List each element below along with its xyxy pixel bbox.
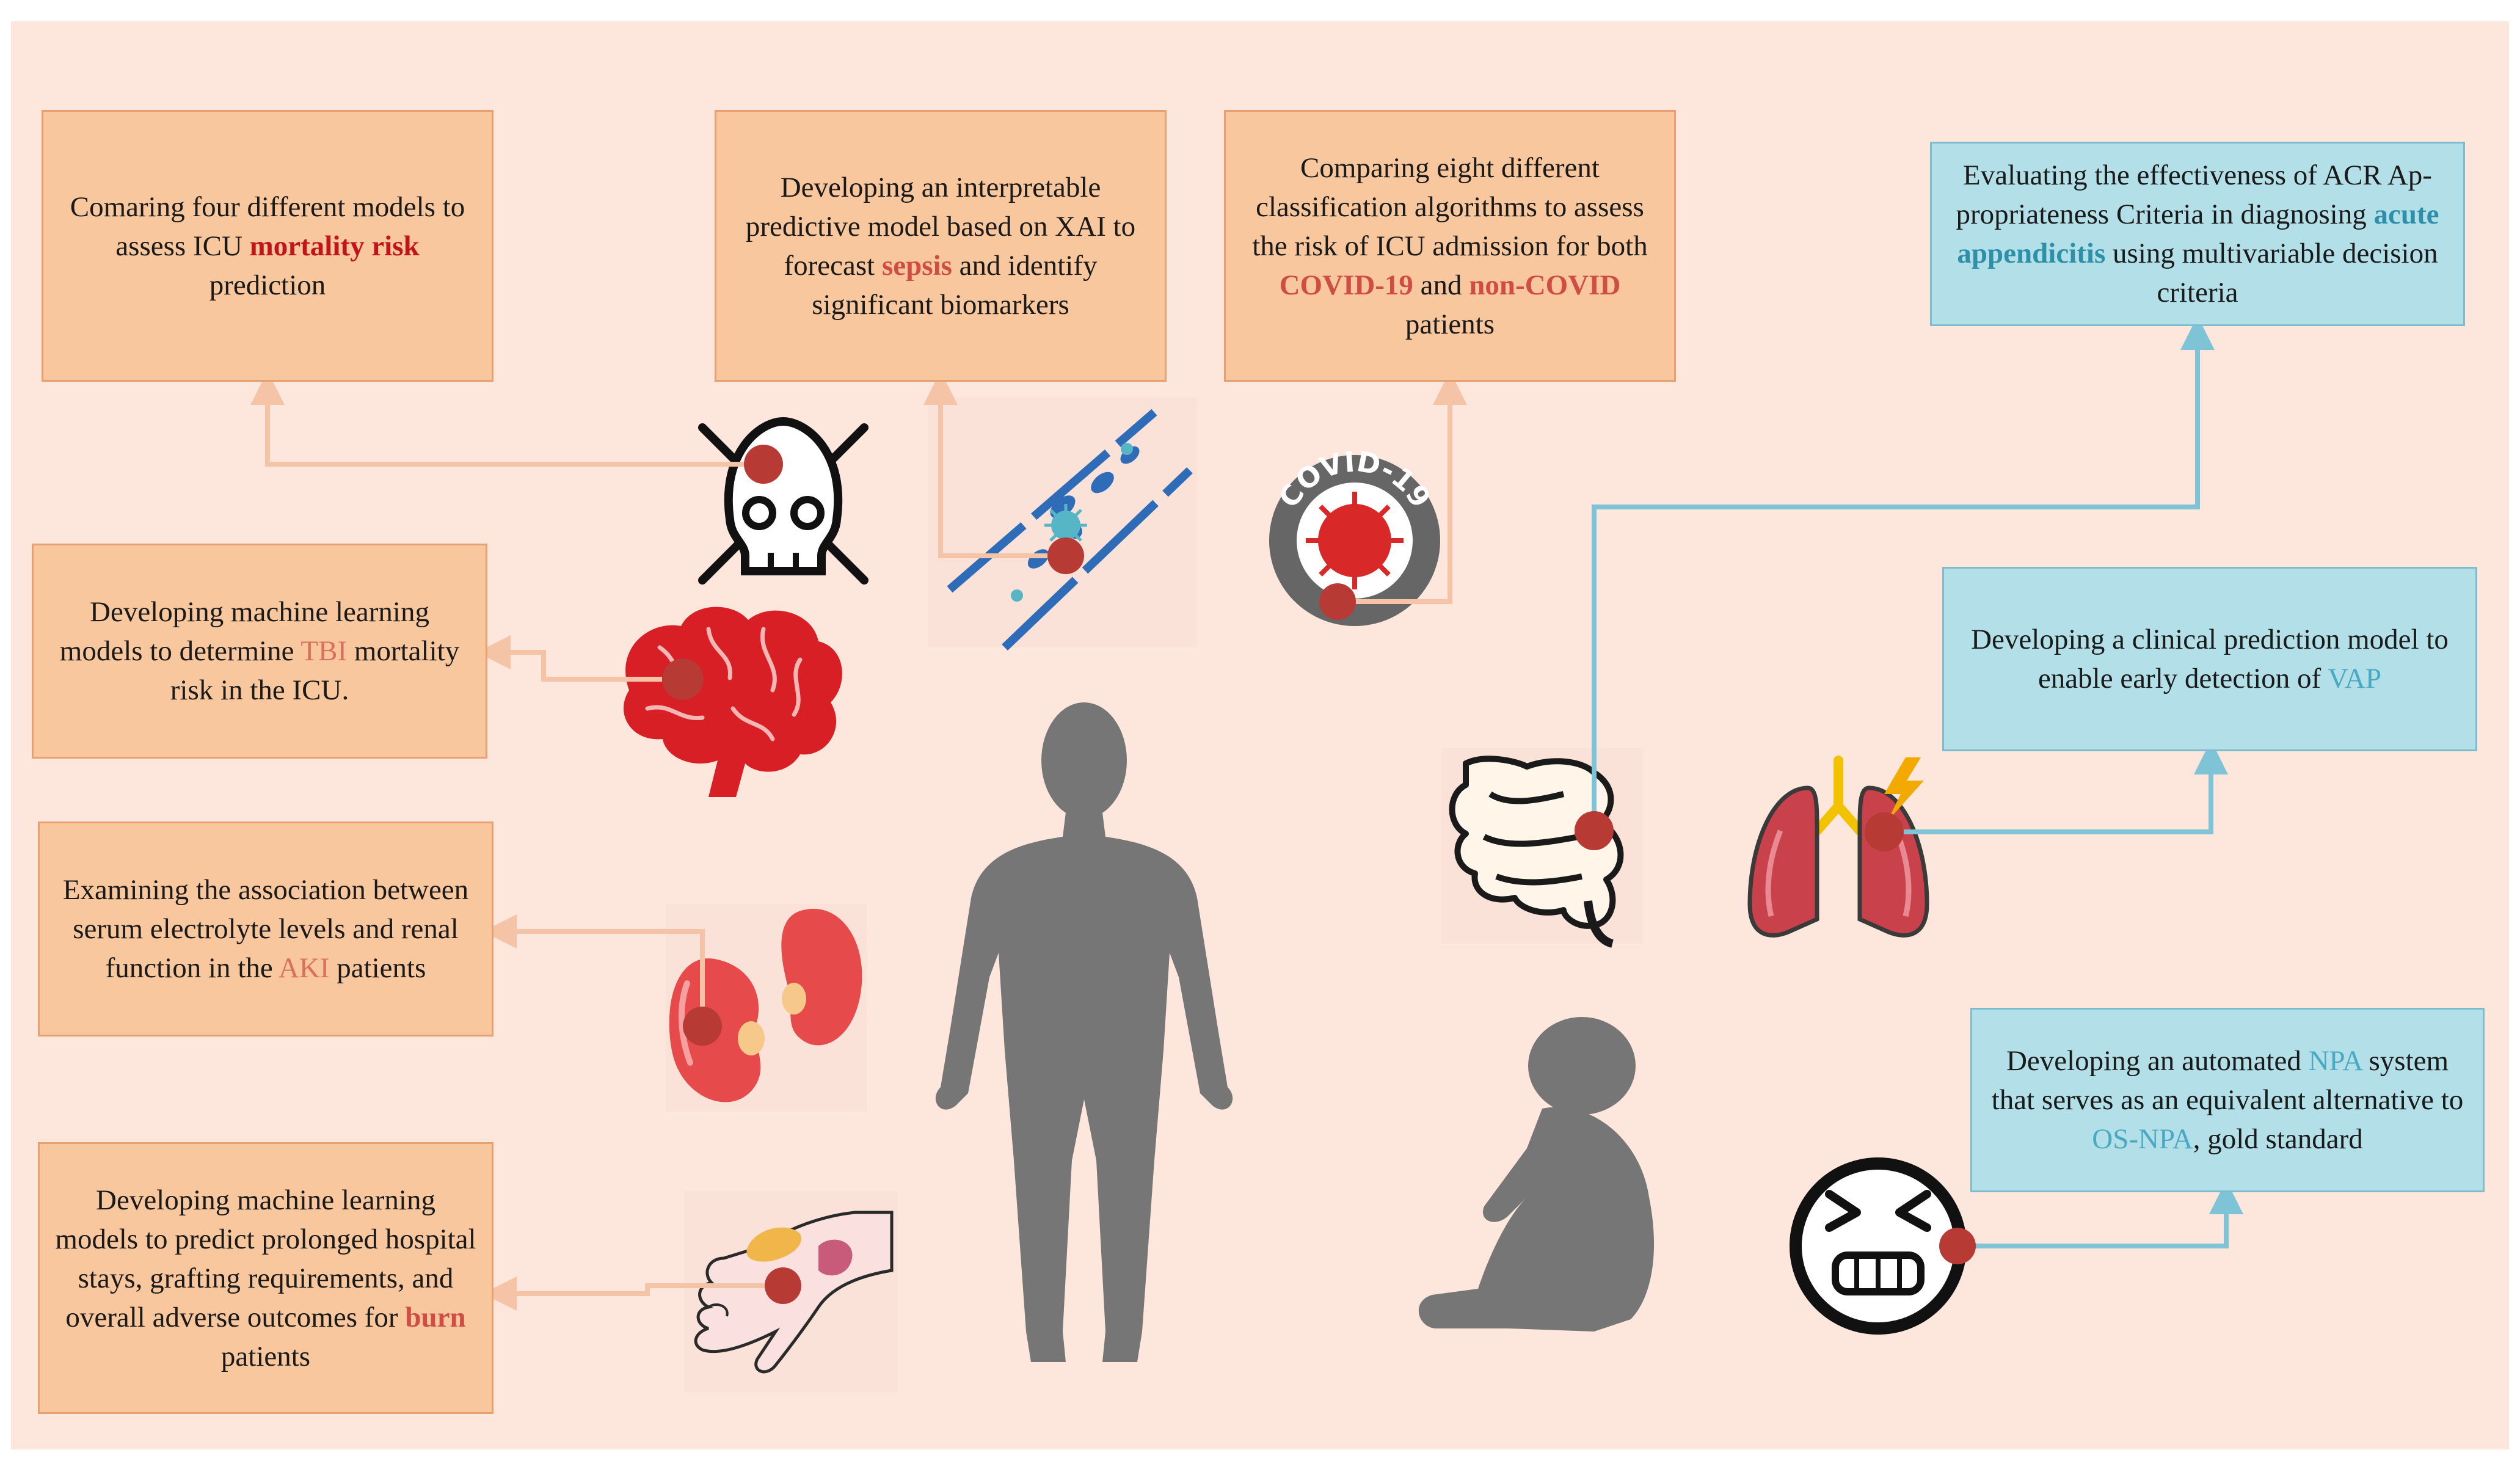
marker-covid	[1319, 583, 1356, 620]
marker-brain	[662, 658, 704, 700]
marker-kidney	[683, 1007, 722, 1046]
connector-appendicitis	[1592, 316, 2215, 831]
marker-lungs	[1865, 812, 1904, 851]
box-mortality-risk: Comaring four different models to assess…	[42, 110, 493, 382]
box-vap: Developing a clinical prediction model t…	[1942, 567, 2477, 751]
marker-skull	[744, 445, 783, 484]
kidney-icon	[669, 908, 862, 1102]
box-npa: Developing an automated NPA system that …	[1970, 1008, 2485, 1192]
intestine-icon	[1449, 756, 1624, 948]
box-covid-icu: Comparing eight different classification…	[1224, 110, 1676, 382]
connector-vap	[1884, 740, 2228, 834]
connector-burn	[483, 1277, 783, 1311]
connector-aki	[483, 914, 705, 1026]
adult-silhouette-icon	[935, 702, 1233, 1362]
connector-tbi	[476, 635, 683, 682]
orange-connectors	[250, 371, 1467, 1311]
markers	[662, 445, 1976, 1304]
connector-mortality	[250, 371, 763, 467]
connector-sepsis	[923, 371, 1066, 558]
marker-intestine	[1575, 811, 1614, 850]
skull-icon	[698, 417, 869, 585]
marker-vessel	[1047, 537, 1084, 574]
box-tbi: Developing machine learning models to de…	[32, 544, 487, 759]
marker-hand	[765, 1267, 801, 1304]
connector-npa	[1957, 1180, 2243, 1248]
box-burn: Developing machine learning models to pr…	[38, 1142, 493, 1414]
box-appendicitis: Evaluating the effectiveness of ACR Ap-p…	[1930, 142, 2465, 326]
connector-covid	[1338, 371, 1467, 604]
blue-connectors	[1592, 316, 2243, 1248]
infant-silhouette-icon	[1418, 1017, 1655, 1332]
angry-face-icon	[1790, 1157, 1967, 1335]
box-aki: Examining the association between serum …	[38, 822, 493, 1037]
blood-vessel-icon	[947, 409, 1193, 651]
lungs-icon	[1747, 756, 1929, 938]
brain-icon	[624, 607, 842, 797]
box-sepsis: Developing an interpretable predictive m…	[715, 110, 1167, 382]
marker-face	[1939, 1228, 1976, 1264]
